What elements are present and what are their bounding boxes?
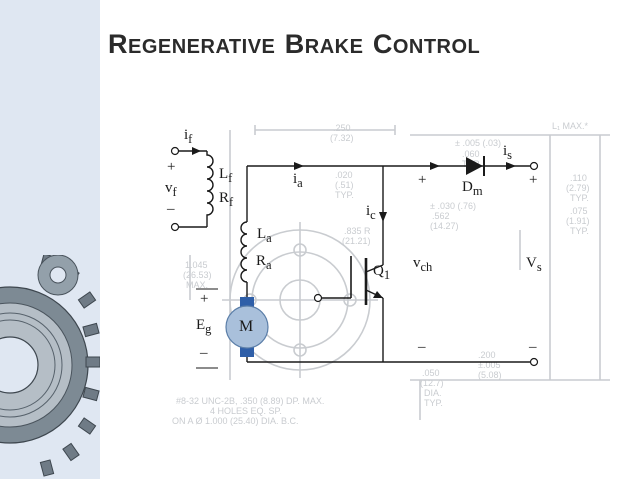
label-Ra: Ra	[256, 253, 272, 272]
gate-terminal	[313, 293, 323, 303]
title-rest-3: ONTROL	[392, 36, 481, 58]
bp-text-31: 4 HOLES EQ. SP.	[210, 406, 282, 416]
bp-text-25: DIA.	[424, 388, 442, 398]
bp-text-4: .020	[335, 170, 353, 180]
label-eg-plus: +	[200, 291, 209, 307]
field-inductor	[206, 151, 214, 219]
bp-text-21: (26.53)	[183, 270, 212, 280]
label-ch-plus: +	[418, 172, 427, 188]
label-Dm: Dm	[462, 179, 483, 198]
bp-text-28: ±.005	[478, 360, 500, 370]
bp-text-17: TYP.	[570, 226, 589, 236]
label-Q1: Q1	[373, 263, 391, 282]
armature-inductor	[240, 221, 248, 283]
label-motor: M	[239, 318, 254, 335]
label-Lf: Lf	[219, 166, 233, 185]
label-vf: vf	[165, 180, 177, 199]
bp-text-13: (2.79)	[566, 183, 590, 193]
bp-text-23: .050	[422, 368, 440, 378]
bp-text-6: TYP.	[335, 190, 354, 200]
label-vs-plus: +	[529, 172, 538, 188]
diode-triangle-icon	[466, 157, 483, 175]
bp-text-0: .250	[333, 123, 351, 133]
slide-title: REGENERATIVE BRAKE CONTROL	[108, 26, 480, 58]
title-cap-2: B	[284, 29, 305, 59]
bp-text-27: .200	[478, 350, 496, 360]
label-Eg: Eg	[196, 317, 212, 336]
label-ia: ia	[293, 171, 303, 190]
bp-text-1: (7.32)	[330, 133, 354, 143]
label-vf-plus: +	[167, 159, 176, 175]
motor-symbol	[225, 297, 269, 357]
q1-collector-leg	[365, 264, 384, 273]
bp-text-14: TYP.	[570, 193, 589, 203]
label-vs-minus: –	[529, 339, 537, 355]
emitter-arrow-icon	[373, 291, 383, 298]
vs-terminal-bottom	[529, 357, 539, 367]
bp-text-24: (12.7)	[420, 378, 444, 388]
label-is: is	[503, 143, 513, 162]
title-cap-3: C	[372, 29, 393, 59]
vf-terminal-bottom	[170, 222, 180, 232]
label-Rf: Rf	[219, 190, 234, 209]
bp-text-19: (21.21)	[342, 236, 371, 246]
bp-text-7: .060	[462, 149, 480, 159]
bp-text-2: ± .005 (.03)	[455, 138, 501, 148]
bp-text-3: L₁ MAX.*	[552, 121, 589, 131]
gear-illustration	[0, 255, 100, 477]
bp-text-12: .110	[570, 173, 587, 183]
motor-brush-bottom	[240, 347, 254, 357]
label-ch-minus: –	[418, 339, 426, 355]
is-arrow-icon	[506, 162, 516, 170]
bp-text-15: .075	[570, 206, 588, 216]
bp-text-32: ON A Ø 1.000 (25.40) DIA. B.C.	[172, 416, 299, 426]
label-if: if	[184, 127, 193, 146]
label-ic: ic	[366, 203, 376, 222]
bp-text-16: (1.91)	[566, 216, 590, 226]
motor-body	[225, 305, 269, 349]
label-vch: vch	[413, 255, 433, 274]
bp-text-5: (.51)	[335, 180, 354, 190]
bp-text-20: 1.045	[185, 260, 208, 270]
ia-arrow-icon	[294, 162, 304, 170]
title-rest-2: RAKE	[304, 36, 364, 58]
vs-terminal-top	[529, 161, 539, 171]
title-rest-1: EGENERATIVE	[128, 36, 276, 58]
diode-dm	[466, 156, 485, 176]
bp-text-22: MAX.	[186, 280, 208, 290]
if-arrow-icon	[192, 147, 201, 155]
top-bus-arrow-icon	[430, 162, 440, 170]
label-La: La	[257, 226, 272, 245]
ic-arrow-icon	[379, 212, 387, 222]
bp-text-29: (5.08)	[478, 370, 502, 380]
bp-text-11: ± .030 (.76)	[430, 201, 476, 211]
label-vf-minus: –	[167, 201, 175, 217]
vf-terminal-top	[170, 146, 180, 156]
label-eg-minus: –	[200, 345, 208, 361]
bp-text-18: .835 R	[344, 226, 371, 236]
bp-text-9: .562	[432, 211, 450, 221]
motor-brush-top	[240, 297, 254, 307]
label-Vs: Vs	[526, 255, 542, 274]
bp-text-30: #8-32 UNC-2B, .350 (8.89) DP. MAX.	[176, 396, 324, 406]
bp-text-26: TYP.	[424, 398, 443, 408]
title-cap-1: R	[108, 29, 128, 59]
bp-text-10: (14.27)	[430, 221, 459, 231]
